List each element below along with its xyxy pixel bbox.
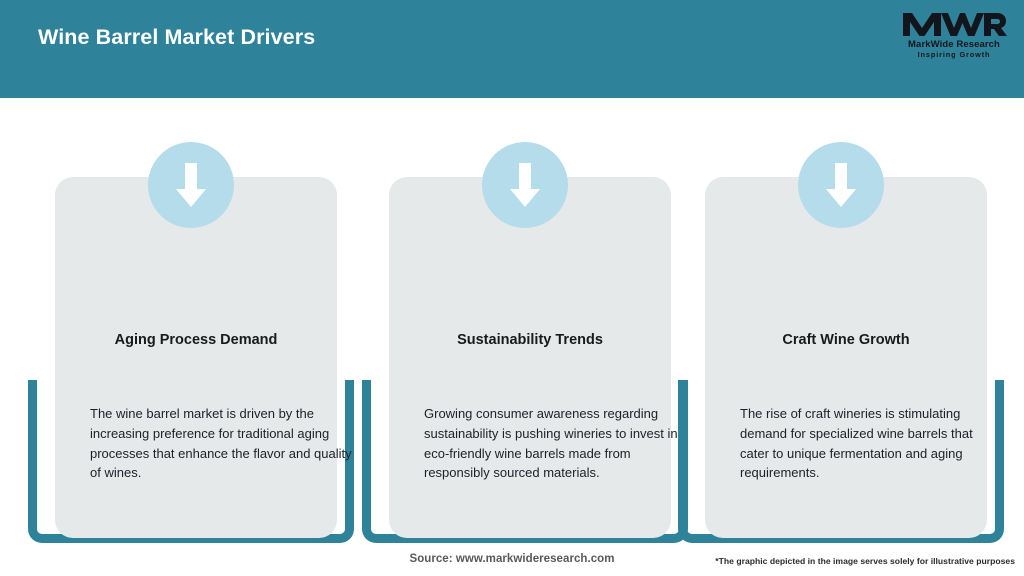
card-panel: Aging Process Demand The wine barrel mar… <box>55 177 352 538</box>
brand-logo: MarkWide Research Inspiring Growth <box>900 9 1008 61</box>
page-title: Wine Barrel Market Drivers <box>38 25 316 49</box>
card-description: Growing consumer awareness regarding sus… <box>424 406 678 481</box>
driver-card: Aging Process Demand The wine barrel mar… <box>28 98 354 544</box>
card-accent-bracket <box>28 380 354 543</box>
card-title: Sustainability Trends <box>457 332 603 348</box>
down-arrow-icon <box>482 142 568 228</box>
source-attribution: Source: www.markwideresearch.com <box>409 553 615 565</box>
logo-tagline: Inspiring Growth <box>917 50 991 59</box>
down-arrow-icon <box>798 142 884 228</box>
driver-card: Craft Wine Growth The rise of craft wine… <box>678 98 1004 544</box>
card-panel: Craft Wine Growth The rise of craft wine… <box>705 177 987 538</box>
illustrative-disclaimer: *The graphic depicted in the image serve… <box>715 556 1015 566</box>
card-panel: Sustainability Trends Growing consumer a… <box>389 177 678 538</box>
down-arrow-icon <box>148 142 234 228</box>
mwr-logo-icon <box>903 13 1007 36</box>
card-description: The rise of craft wineries is stimulatin… <box>740 406 973 481</box>
card-accent-bracket <box>678 380 1004 543</box>
card-title: Aging Process Demand <box>114 332 278 348</box>
card-title: Craft Wine Growth <box>782 332 910 348</box>
driver-cards-container: Aging Process Demand The wine barrel mar… <box>0 98 1024 544</box>
card-description: The wine barrel market is driven by the … <box>90 406 352 481</box>
driver-card: Sustainability Trends Growing consumer a… <box>362 98 688 544</box>
page-header: Wine Barrel Market Drivers MarkWide Rese… <box>0 0 1024 98</box>
logo-company-name: MarkWide Research <box>908 39 1000 50</box>
